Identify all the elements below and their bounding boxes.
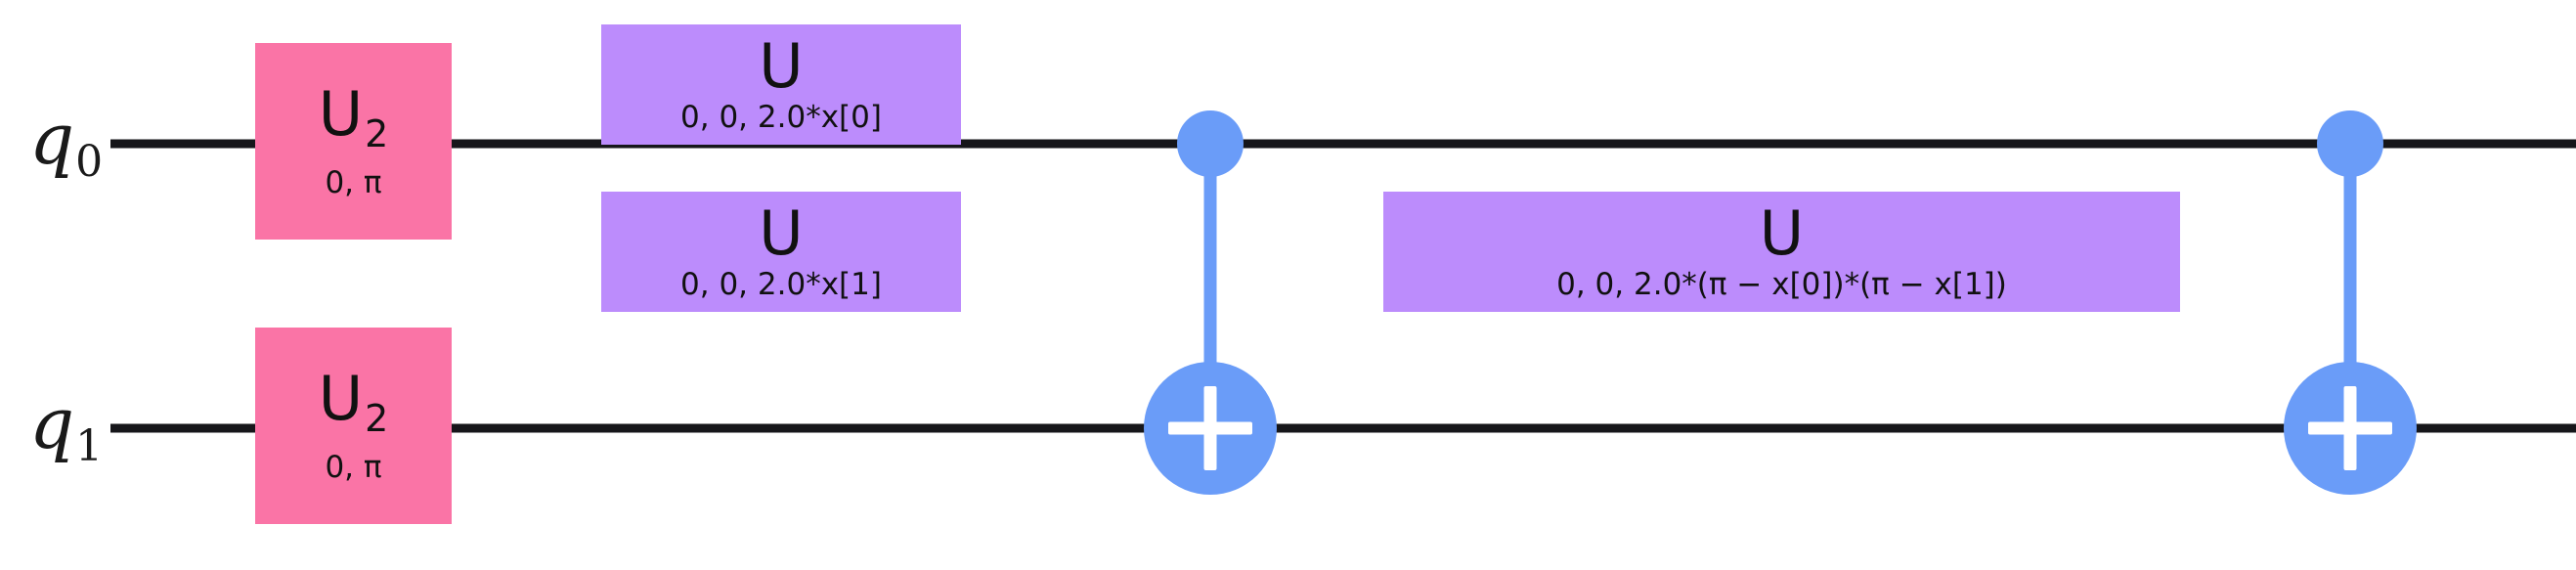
gate-u2-q0-symbol: U (318, 77, 364, 150)
gate-u-q1-symbol: U (759, 197, 804, 269)
qubit-label-q1-base: q (29, 381, 75, 464)
gate-u-q0-label: U (759, 36, 803, 97)
gate-u-zz-q1-params: 0, 0, 2.0*(π − x[0])*(π − x[1]) (1556, 267, 2007, 302)
qubit-label-q1: q1 (29, 388, 103, 468)
cnot-2-control-dot[interactable] (2317, 110, 2383, 177)
gate-u-q0-params: 0, 0, 2.0*x[0] (680, 100, 882, 135)
qubit-label-q0-base: q (29, 97, 75, 180)
gate-u2-q1[interactable]: U2 0, π (255, 328, 452, 524)
gate-u2-q0-params: 0, π (325, 165, 382, 201)
cnot-1-connector (1203, 144, 1217, 428)
gate-u-q1[interactable]: U 0, 0, 2.0*x[1] (601, 192, 961, 312)
qubit-label-q0-subscript: 0 (75, 137, 104, 188)
cnot-1-plus-vertical (1203, 386, 1217, 470)
cnot-2-connector (2343, 144, 2357, 428)
gate-u-zz-q1-label: U (1760, 203, 1804, 264)
qubit-wire-q1 (110, 423, 2576, 433)
cnot-2-plus-vertical (2343, 386, 2357, 470)
gate-u2-q0-label: U2 (319, 83, 389, 156)
gate-u-q0-symbol: U (759, 30, 804, 102)
gate-u2-q1-subscript: 2 (365, 397, 389, 441)
gate-u-q0[interactable]: U 0, 0, 2.0*x[0] (601, 24, 961, 145)
qubit-wire-q0 (110, 139, 2576, 149)
qubit-label-q1-subscript: 1 (75, 421, 104, 472)
gate-u-q1-label: U (759, 203, 803, 264)
qubit-label-q0: q0 (29, 104, 103, 184)
gate-u-zz-q1-symbol: U (1759, 197, 1805, 269)
cnot-2-target-icon[interactable] (2284, 362, 2417, 495)
gate-u2-q1-symbol: U (318, 362, 364, 434)
gate-u2-q1-label: U2 (319, 368, 389, 441)
gate-u2-q1-params: 0, π (325, 450, 382, 486)
gate-u2-q0[interactable]: U2 0, π (255, 43, 452, 240)
gate-u2-q0-subscript: 2 (365, 112, 389, 156)
cnot-1-target-icon[interactable] (1144, 362, 1277, 495)
gate-u-zz-q1[interactable]: U 0, 0, 2.0*(π − x[0])*(π − x[1]) (1383, 192, 2180, 312)
cnot-1-control-dot[interactable] (1177, 110, 1244, 177)
gate-u-q1-params: 0, 0, 2.0*x[1] (680, 267, 882, 302)
